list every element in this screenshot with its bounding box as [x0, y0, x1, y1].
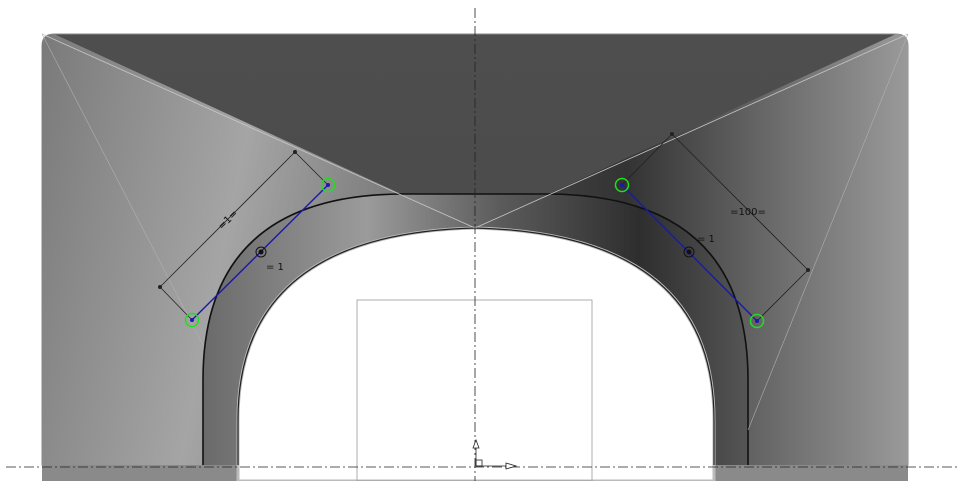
draft-line-right-low — [747, 33, 909, 431]
spline-handle-left-bottom[interactable] — [184, 312, 200, 328]
sketch-rectangle[interactable] — [356, 299, 593, 481]
right-draft-face — [475, 34, 908, 465]
draft-line-left-low — [41, 33, 204, 346]
coordinate-triad-icon[interactable] — [472, 438, 518, 470]
spline-handle-right-top[interactable] — [614, 177, 630, 193]
dim-label-right[interactable]: =100= — [730, 207, 766, 218]
dim-extension-left-2 — [294, 151, 329, 186]
dim-line-left[interactable] — [159, 151, 296, 288]
weight-label-right[interactable]: = 1 — [697, 234, 715, 245]
spline-midpoint-left[interactable] — [255, 246, 267, 258]
dim-extension-left-1 — [159, 286, 193, 321]
draft-line-left — [41, 33, 476, 229]
spline-handle-right-bottom[interactable] — [749, 313, 765, 329]
weight-label-left[interactable]: = 1 — [266, 262, 284, 273]
left-lower-block — [42, 465, 238, 481]
right-lower-block — [714, 465, 908, 481]
right-spline-group[interactable]: =100= = 1 — [614, 132, 811, 329]
draft-line-right — [474, 33, 909, 229]
spline-midpoint-right[interactable] — [683, 246, 695, 258]
left-draft-face — [42, 34, 475, 465]
spline-handle-left-top[interactable] — [320, 177, 336, 193]
dim-extension-right-1 — [621, 133, 673, 186]
dim-extension-right-2 — [756, 269, 809, 322]
dim-line-right[interactable] — [671, 133, 809, 271]
